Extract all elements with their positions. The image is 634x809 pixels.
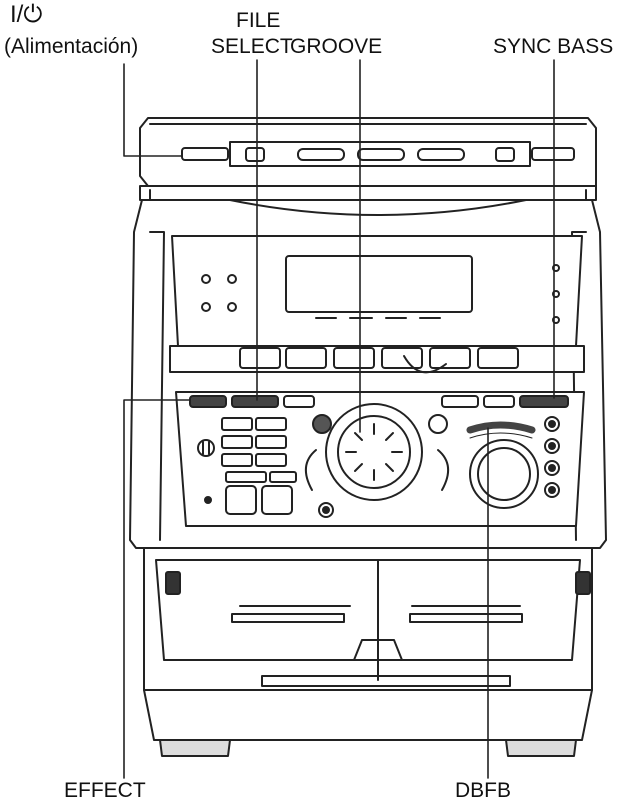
right-slot [531,147,575,161]
function-button-1[interactable] [239,347,281,369]
groove-label: GROOVE [290,35,383,58]
disc-button-2[interactable] [357,148,405,161]
deck-button-right[interactable] [261,485,293,515]
callout-lines [123,59,555,779]
function-button-5[interactable] [429,347,471,369]
power-label: (Alimentación) [4,35,139,58]
top-tray [149,141,587,216]
file-select-label-line2: SELECT [211,35,293,58]
dbfb-button[interactable] [466,421,536,434]
file-select-label-line1: FILE [236,9,281,32]
disc-button-3[interactable] [417,148,465,161]
right-bar-button-1[interactable] [441,395,479,408]
disc-button-1[interactable] [297,148,345,161]
file-select-button[interactable] [231,395,279,408]
tray-button-left[interactable] [245,147,265,162]
function-button-6[interactable] [477,347,519,369]
deck-a-tab [165,571,181,595]
function-button-3[interactable] [333,347,375,369]
function-button-4[interactable] [381,347,423,369]
left-bar-button[interactable] [283,395,315,408]
effect-label: EFFECT [64,779,146,802]
sync-bass-button[interactable] [519,395,569,408]
right-bar-button-2[interactable] [483,395,515,408]
groove-dial[interactable] [305,403,449,501]
function-button-row [169,345,585,374]
volume-knob[interactable] [469,439,539,509]
power-button[interactable] [181,147,229,161]
deck-b-tab [575,571,591,595]
display-window [285,255,473,313]
deck-button-left[interactable] [225,485,257,515]
tray-button-right[interactable] [495,147,515,162]
function-button-2[interactable] [285,347,327,369]
effect-button[interactable] [189,395,227,408]
headphone-jack [318,502,334,518]
control-panel [175,391,585,527]
sync-bass-label: SYNC BASS [493,35,614,58]
dbfb-label: DBFB [455,779,512,802]
cassette-decks [155,559,591,687]
keypad [197,417,297,483]
right-small-knob[interactable] [428,414,448,434]
groove-side-button[interactable] [312,414,332,434]
display-panel [171,235,583,347]
power-symbol-label: I/⏻ [10,1,43,28]
